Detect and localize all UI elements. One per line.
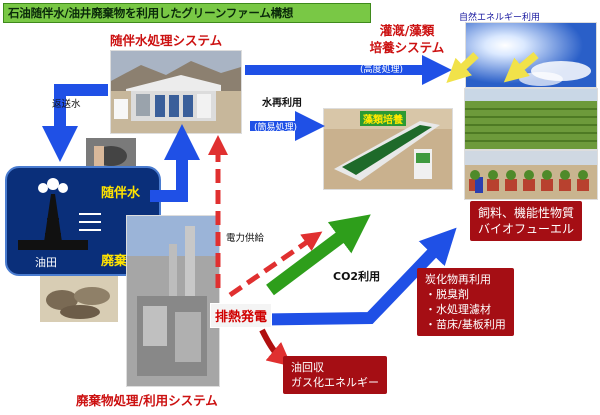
diagram-title: 石油随伴水/油井廃棄物を利用したグリーンファーム構想 bbox=[3, 3, 371, 23]
feed-line: 飼料、機能性物質 bbox=[478, 206, 575, 220]
waste-sludge-photo bbox=[40, 276, 118, 322]
feed-biofuel-box: 飼料、機能性物質 バイオフューエル bbox=[470, 201, 583, 241]
oilfield-label: 油田 bbox=[35, 256, 57, 269]
waste-system-title: 廃棄物処理/利用システム bbox=[76, 393, 218, 408]
irrigation-title-line1: 灌漑/藻類 bbox=[379, 23, 435, 38]
oil-recovery-arrow bbox=[259, 328, 292, 367]
oil-derrick-icon bbox=[18, 178, 88, 250]
power-diagonal-arrow bbox=[228, 231, 323, 298]
potted-plants-illustration bbox=[465, 151, 597, 199]
filter-media-line: ・水処理濾材 bbox=[425, 303, 491, 316]
waste-plant-illustration bbox=[127, 216, 219, 386]
waste-treatment-plant-photo bbox=[126, 215, 220, 387]
power-supply-label: 電力供給 bbox=[226, 233, 265, 244]
renewable-energy-label: 自然エネルギー利用 bbox=[459, 13, 541, 23]
biofuel-line: バイオフューエル bbox=[478, 222, 575, 236]
co2-arrow bbox=[266, 214, 371, 296]
water-treatment-photo bbox=[110, 50, 242, 134]
gasification-line: ガス化エネルギー bbox=[291, 376, 379, 389]
return-water-arrow bbox=[42, 84, 108, 162]
char-reuse-arrow bbox=[229, 227, 457, 326]
potted-plants-photo bbox=[464, 150, 598, 200]
algae-culture-label: 藻類培養 bbox=[360, 111, 406, 126]
produced-water-up-arrow bbox=[150, 124, 200, 202]
produced-water-system-title: 随伴水処理システム bbox=[110, 33, 223, 48]
farm-field-illustration bbox=[465, 89, 597, 149]
irrigation-system-title: 灌漑/藻類 培養システム bbox=[357, 22, 457, 56]
produced-water-label: 随伴水 bbox=[101, 186, 141, 201]
char-reuse-box: 炭化物再利用 ・脱臭剤 ・水処理濾材 ・苗床/基板利用 bbox=[417, 268, 514, 336]
oil-recovery-line: 油回収 bbox=[291, 361, 324, 374]
irrigation-title-line2: 培養システム bbox=[369, 40, 445, 55]
algae-culture-photo: 藻類培養 bbox=[323, 108, 453, 190]
solar-arrow-left bbox=[446, 52, 479, 83]
deodorant-line: ・脱臭剤 bbox=[425, 288, 469, 301]
char-reuse-line: 炭化物再利用 bbox=[425, 273, 491, 286]
seedbed-line: ・苗床/基板利用 bbox=[425, 318, 506, 331]
water-reuse-label: 水再利用 bbox=[262, 98, 302, 109]
water-treatment-illustration bbox=[111, 51, 241, 133]
solar-arrow-right bbox=[503, 51, 539, 83]
farm-field-photo bbox=[464, 88, 598, 150]
advanced-treatment-label: (高度処理) bbox=[360, 65, 404, 75]
waste-heat-power-label: 排熱発電 bbox=[210, 303, 273, 328]
co2-use-label: CO2利用 bbox=[333, 270, 381, 283]
waste-sludge-illustration bbox=[40, 276, 118, 322]
simple-treatment-label: (簡易処理) bbox=[254, 123, 298, 133]
oil-recovery-box: 油回収 ガス化エネルギー bbox=[283, 356, 387, 394]
return-water-label: 返送水 bbox=[52, 99, 81, 110]
flow-lines-icon bbox=[79, 213, 101, 231]
